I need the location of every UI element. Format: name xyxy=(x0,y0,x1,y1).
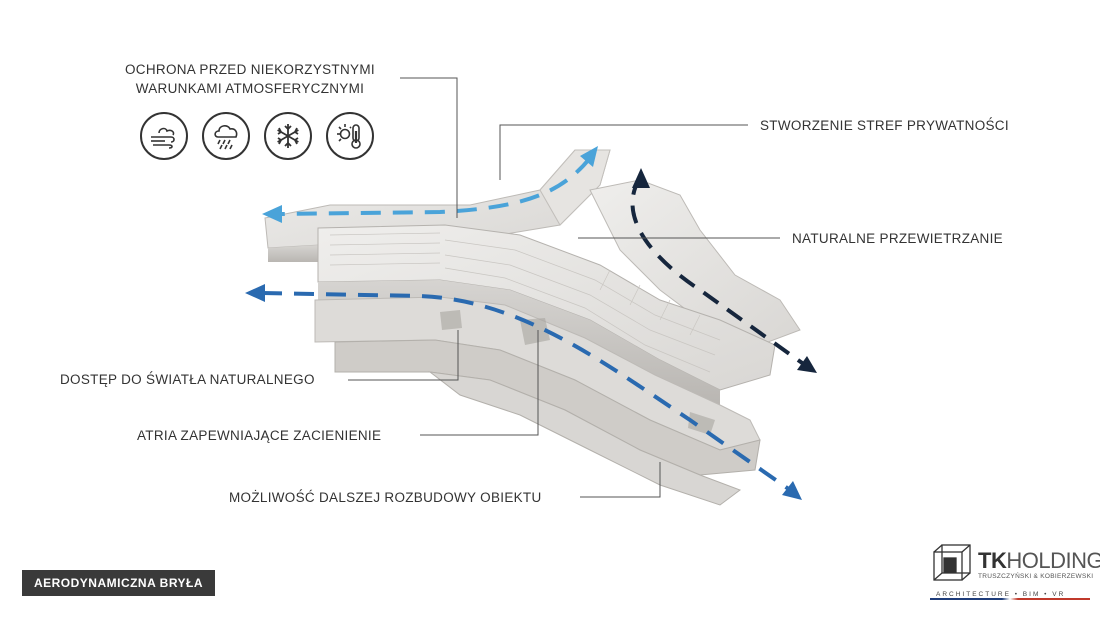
natural-light-label: DOSTĘP DO ŚWIATŁA NATURALNEGO xyxy=(60,372,315,387)
leader-lines xyxy=(348,77,780,498)
roof-grid xyxy=(329,232,721,373)
logo-wordmark: TKHOLDING xyxy=(978,548,1100,574)
rain-cloud-icon xyxy=(202,112,250,160)
airflow-arrow-light-blue xyxy=(262,146,598,223)
airflow-arrow-dark-blue xyxy=(245,284,802,500)
company-logo: TKHOLDING TRUSZCZYŃSKI & KOBIERZEWSKI AR… xyxy=(930,540,1100,606)
weather-protection-label: OCHRONA PRZED NIEKORZYSTNYMI WARUNKAMI A… xyxy=(125,60,375,98)
atria xyxy=(440,310,715,435)
weather-protection-line-2: WARUNKAMI ATMOSFERYCZNYMI xyxy=(135,81,365,96)
logo-subtitle: TRUSZCZYŃSKI & KOBIERZEWSKI xyxy=(978,573,1094,580)
privacy-zones-label: STWORZENIE STREF PRYWATNOŚCI xyxy=(760,118,1009,133)
airflow-arrow-navy xyxy=(630,168,817,373)
snowflake-icon xyxy=(264,112,312,160)
natural-ventilation-label: NATURALNE PRZEWIETRZANIE xyxy=(792,231,1003,246)
logo-holding-text: HOLDING xyxy=(1006,548,1100,573)
logo-tk-text: TK xyxy=(978,548,1007,573)
building-main-body xyxy=(314,224,776,506)
weather-protection-line-1: OCHRONA PRZED NIEKORZYSTNYMI xyxy=(125,62,375,77)
building-upper-wing xyxy=(264,149,611,262)
logo-color-bar xyxy=(930,598,1090,600)
section-badge: AERODYNAMICZNA BRYŁA xyxy=(22,570,215,596)
weather-icons xyxy=(140,112,374,160)
wind-icon xyxy=(140,112,188,160)
expansion-label: MOŻLIWOŚĆ DALSZEJ ROZBUDOWY OBIEKTU xyxy=(229,490,542,505)
logo-tagline: ARCHITECTURE • BIM • VR xyxy=(934,591,1068,598)
cube-logo-icon xyxy=(933,544,971,581)
sun-thermometer-icon xyxy=(326,112,374,160)
atria-shading-label: ATRIA ZAPEWNIAJĄCE ZACIENIENIE xyxy=(137,428,382,443)
